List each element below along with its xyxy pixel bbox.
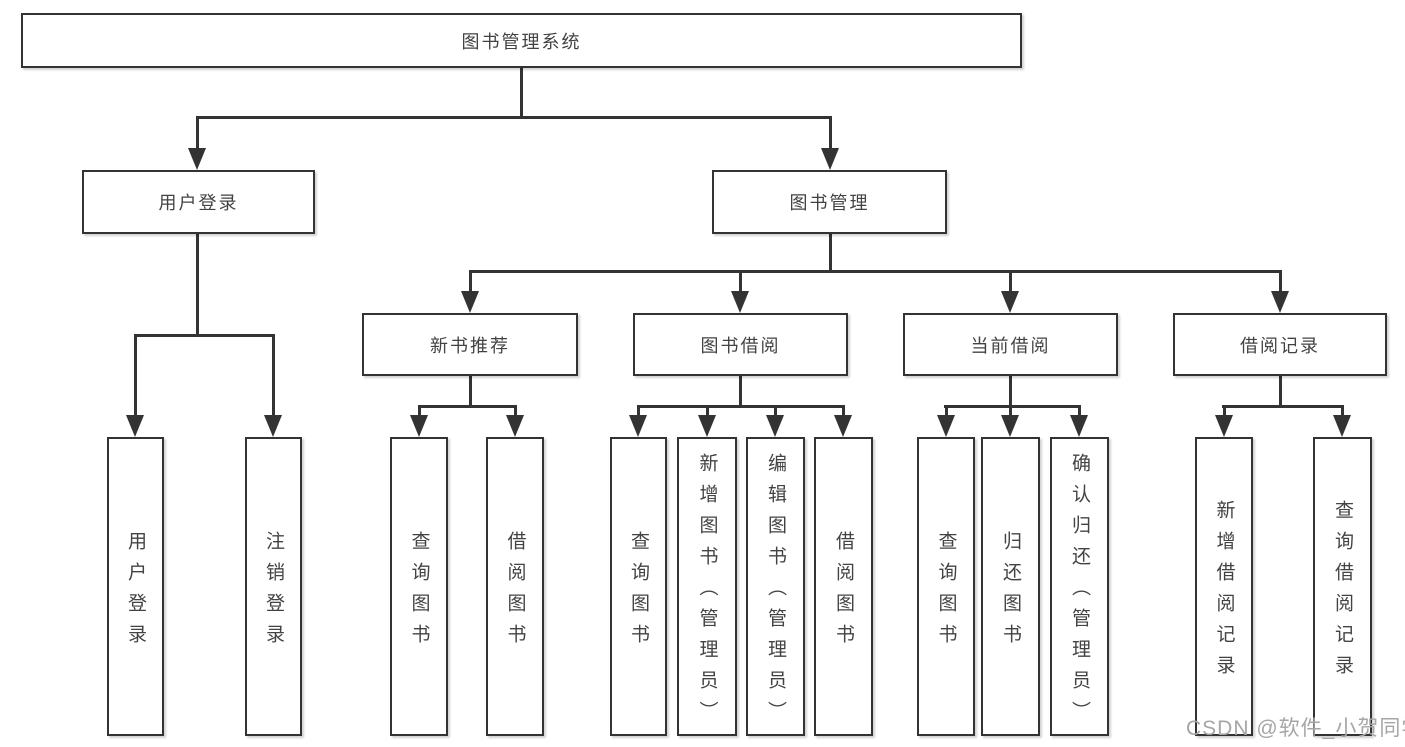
node-leaf-return-book: 归还图书 bbox=[981, 437, 1040, 736]
node-label: 借阅图书 bbox=[504, 530, 526, 655]
connector-line bbox=[196, 116, 832, 119]
connector-line bbox=[469, 270, 1282, 273]
node-label: 注销登录 bbox=[263, 530, 284, 655]
connector-line bbox=[739, 270, 742, 293]
arrow-down-icon bbox=[506, 415, 524, 437]
arrow-down-icon bbox=[1271, 291, 1289, 313]
node-leaf-confirm-return-admin: 确认归还（管理员） bbox=[1050, 437, 1109, 736]
node-leaf-search-borrow-record: 查询借阅记录 bbox=[1313, 437, 1372, 736]
connector-line bbox=[1009, 376, 1012, 407]
node-label: 借阅记录 bbox=[1240, 335, 1320, 356]
arrow-down-icon bbox=[1001, 415, 1019, 437]
node-leaf-borrow-books: 借阅图书 bbox=[486, 437, 544, 736]
node-library-management-system: 图书管理系统 bbox=[21, 13, 1022, 68]
node-new-book-recommend: 新书推荐 bbox=[362, 313, 578, 376]
node-user-login: 用户登录 bbox=[82, 170, 315, 234]
arrow-down-icon bbox=[821, 148, 839, 170]
connector-line bbox=[514, 405, 517, 417]
connector-line bbox=[418, 405, 421, 417]
csdn-watermark: CSDN @软件_小贺同学 bbox=[1186, 717, 1405, 740]
connector-line bbox=[418, 405, 517, 408]
connector-line bbox=[1078, 405, 1081, 417]
node-leaf-search-books: 查询图书 bbox=[610, 437, 667, 736]
connector-line bbox=[520, 68, 523, 116]
connector-line bbox=[272, 334, 275, 417]
connector-line bbox=[842, 405, 845, 417]
connector-line bbox=[1223, 405, 1226, 417]
connector-line bbox=[637, 405, 845, 408]
connector-line bbox=[196, 116, 199, 150]
connector-line bbox=[1009, 270, 1012, 293]
node-label: 新增借阅记录 bbox=[1213, 499, 1235, 686]
connector-line bbox=[1009, 405, 1012, 417]
node-leaf-logout: 注销登录 bbox=[245, 437, 302, 736]
node-leaf-add-book-admin: 新增图书（管理员） bbox=[677, 437, 737, 736]
node-book-management: 图书管理 bbox=[712, 170, 947, 234]
connector-line bbox=[1279, 376, 1282, 407]
arrow-down-icon bbox=[731, 291, 749, 313]
arrow-down-icon bbox=[188, 148, 206, 170]
arrow-down-icon bbox=[766, 415, 784, 437]
connector-line bbox=[739, 376, 742, 407]
connector-line bbox=[829, 116, 832, 150]
node-label: 查询图书 bbox=[408, 530, 430, 655]
connector-line bbox=[469, 376, 472, 407]
node-label: 用户登录 bbox=[125, 530, 146, 655]
node-label: 借阅图书 bbox=[833, 530, 854, 655]
arrow-down-icon bbox=[629, 415, 647, 437]
arrow-down-icon bbox=[1215, 415, 1233, 437]
node-label: 确认归还（管理员） bbox=[1069, 453, 1090, 732]
connector-line bbox=[1279, 270, 1282, 293]
connector-line bbox=[944, 405, 1081, 408]
connector-line bbox=[829, 234, 832, 272]
arrow-down-icon bbox=[1001, 291, 1019, 313]
node-leaf-edit-book-admin: 编辑图书（管理员） bbox=[746, 437, 805, 736]
arrow-down-icon bbox=[1070, 415, 1088, 437]
connector-line bbox=[134, 334, 137, 417]
node-borrowing-records: 借阅记录 bbox=[1173, 313, 1387, 376]
node-label: 归还图书 bbox=[1000, 530, 1021, 655]
node-label: 图书管理系统 bbox=[461, 31, 582, 52]
node-current-borrowing: 当前借阅 bbox=[903, 313, 1118, 376]
arrow-down-icon bbox=[461, 291, 479, 313]
connector-line bbox=[945, 405, 948, 417]
connector-line bbox=[1222, 405, 1344, 408]
node-label: 用户登录 bbox=[158, 193, 239, 213]
node-leaf-search-books: 查询图书 bbox=[390, 437, 448, 736]
connector-line bbox=[469, 270, 472, 293]
connector-line bbox=[637, 405, 640, 417]
node-book-borrowing: 图书借阅 bbox=[633, 313, 848, 376]
connector-line bbox=[1341, 405, 1344, 417]
node-label: 当前借阅 bbox=[970, 335, 1051, 356]
node-label: 编辑图书（管理员） bbox=[765, 453, 786, 732]
node-label: 查询图书 bbox=[628, 530, 649, 655]
connector-line bbox=[196, 234, 199, 335]
node-label: 新增图书（管理员） bbox=[696, 453, 718, 732]
arrow-down-icon bbox=[126, 415, 144, 437]
connector-line bbox=[134, 334, 275, 337]
arrow-down-icon bbox=[698, 415, 716, 437]
node-leaf-borrow-books: 借阅图书 bbox=[814, 437, 873, 736]
connector-line bbox=[774, 405, 777, 417]
arrow-down-icon bbox=[937, 415, 955, 437]
node-leaf-search-books: 查询图书 bbox=[917, 437, 975, 736]
node-label: 查询借阅记录 bbox=[1332, 499, 1353, 686]
connector-line bbox=[706, 405, 709, 417]
node-leaf-add-borrow-record: 新增借阅记录 bbox=[1195, 437, 1253, 736]
arrow-down-icon bbox=[834, 415, 852, 437]
node-label: 新书推荐 bbox=[430, 335, 510, 356]
node-leaf-user-login: 用户登录 bbox=[107, 437, 164, 736]
arrow-down-icon bbox=[264, 415, 282, 437]
arrow-down-icon bbox=[1333, 415, 1351, 437]
node-label: 图书借阅 bbox=[700, 335, 781, 356]
node-label: 图书管理 bbox=[789, 193, 870, 213]
arrow-down-icon bbox=[410, 415, 428, 437]
node-label: 查询图书 bbox=[935, 530, 957, 655]
